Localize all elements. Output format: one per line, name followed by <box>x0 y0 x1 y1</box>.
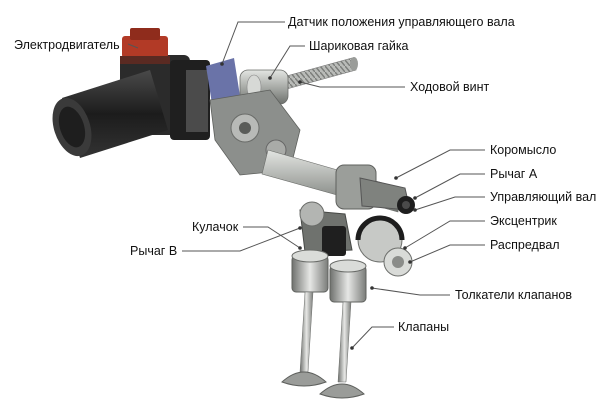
bracket <box>206 58 240 104</box>
eccentric-camshaft <box>355 215 413 277</box>
label-motor: Электродвигатель <box>14 38 120 52</box>
label-ball-nut: Шариковая гайка <box>309 39 409 53</box>
label-shaft-sensor: Датчик положения управляющего вала <box>288 15 515 29</box>
valves <box>281 291 365 399</box>
shaft-sensor-body <box>120 28 170 64</box>
label-eccentric: Эксцентрик <box>490 214 557 228</box>
leader-lines <box>127 21 485 350</box>
label-lever-b: Рычаг B <box>130 244 178 258</box>
label-lever-a: Рычаг A <box>490 167 538 181</box>
label-control-shaft: Управляющий вал <box>490 190 597 204</box>
label-cam: Кулачок <box>192 220 239 234</box>
label-lead-screw: Ходовой винт <box>410 80 490 94</box>
label-camshaft: Распредвал <box>490 238 560 252</box>
lever-b-and-cams <box>299 201 353 256</box>
rocker-lever-a <box>359 177 415 214</box>
electric-motor <box>52 55 210 158</box>
label-valves: Клапаны <box>398 320 450 334</box>
label-tappets: Толкатели клапанов <box>455 288 572 302</box>
valve-tappets <box>291 249 367 303</box>
label-rocker: Коромысло <box>490 143 557 157</box>
